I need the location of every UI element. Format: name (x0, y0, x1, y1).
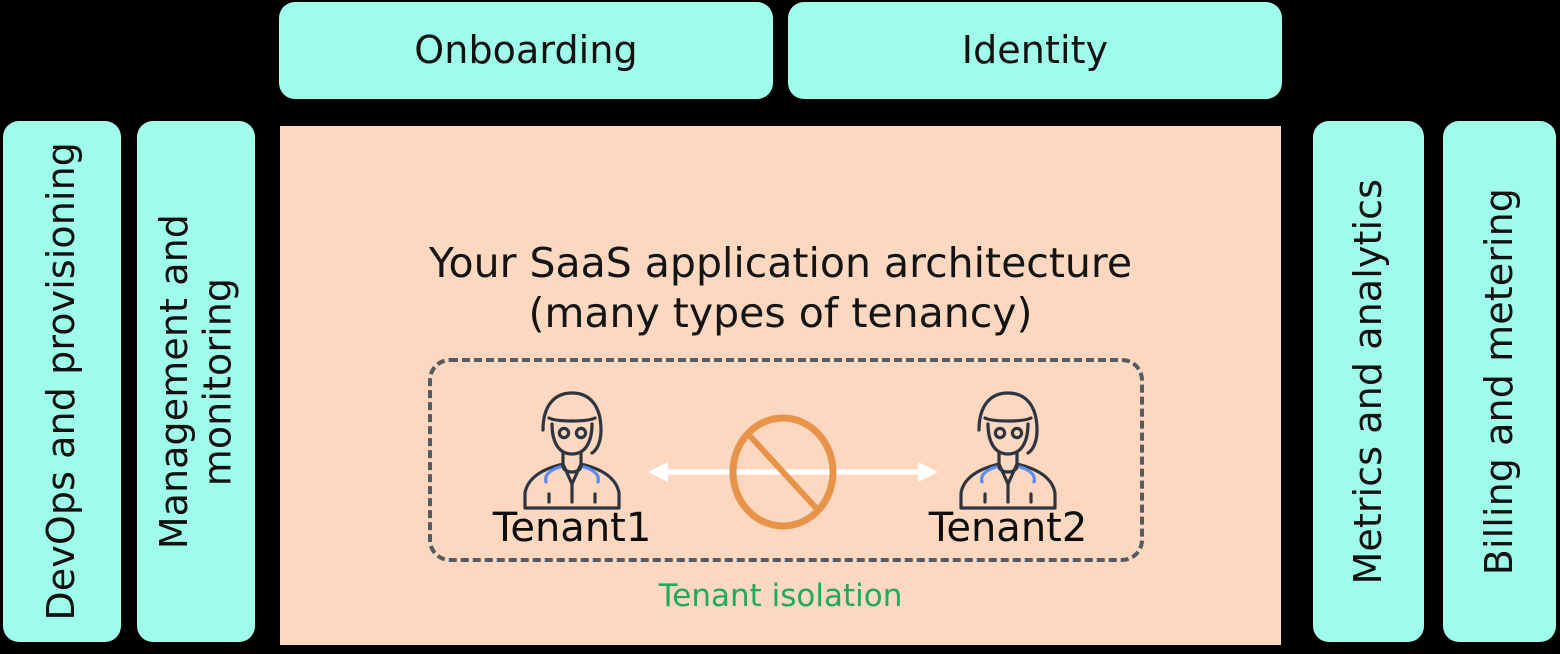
double-headed-arrow-icon (648, 462, 938, 482)
user-avatar-icon (523, 391, 621, 510)
service-box-billing-and-metering[interactable]: Billing and metering (1443, 121, 1556, 642)
service-box-metrics-and-analytics[interactable]: Metrics and analytics (1313, 121, 1424, 642)
service-box-devops-and-provisioning[interactable]: DevOps and provisioning (3, 121, 121, 642)
service-box-management-and-monitoring-label: Management and monitoring (151, 213, 239, 550)
tenant-isolation-boundary: Tenant1 (428, 358, 1144, 562)
tenant-1-label: Tenant1 (492, 505, 652, 551)
tenant-2[interactable]: Tenant2 (888, 384, 1128, 548)
tenant-2-label: Tenant2 (928, 505, 1088, 551)
service-box-onboarding-label: Onboarding (414, 27, 638, 72)
service-box-devops-and-provisioning-label: DevOps and provisioning (39, 142, 84, 621)
prohibition-icon (729, 414, 837, 530)
service-box-billing-and-metering-label: Billing and metering (1476, 187, 1521, 576)
tenant-1[interactable]: Tenant1 (452, 384, 692, 548)
user-avatar-icon (959, 391, 1057, 510)
service-box-management-and-monitoring[interactable]: Management and monitoring (137, 121, 255, 642)
service-box-onboarding[interactable]: Onboarding (279, 2, 773, 99)
architecture-panel: Your SaaS application architecture (many… (280, 126, 1281, 645)
service-box-identity[interactable]: Identity (788, 2, 1282, 99)
service-box-metrics-and-analytics-label: Metrics and analytics (1345, 178, 1390, 585)
architecture-title: Your SaaS application architecture (many… (428, 239, 1133, 338)
service-box-identity-label: Identity (961, 27, 1109, 72)
tenant-isolation-caption: Tenant isolation (658, 578, 903, 614)
